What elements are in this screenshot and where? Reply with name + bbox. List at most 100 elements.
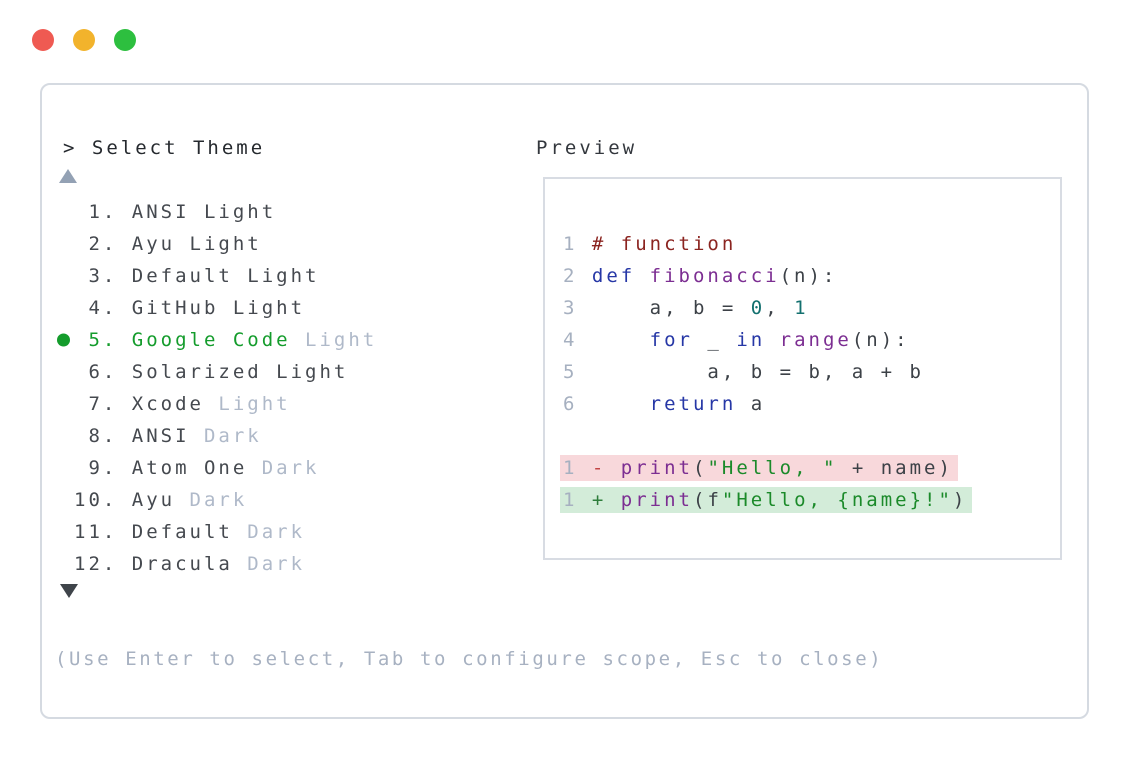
- theme-item-variant: Light: [232, 265, 320, 287]
- code-token-df: (n):: [779, 265, 838, 287]
- theme-item-name: Dracula: [131, 553, 233, 575]
- scroll-up-icon[interactable]: [59, 169, 77, 183]
- line-number: 4: [563, 329, 592, 351]
- theme-item-name: Default: [131, 521, 233, 543]
- theme-list-item[interactable]: 4. GitHub Light: [74, 292, 377, 324]
- code-token-kw: for: [649, 329, 693, 351]
- theme-list-item[interactable]: 8. ANSI Dark: [74, 420, 377, 452]
- theme-list-item[interactable]: 7. Xcode Light: [74, 388, 377, 420]
- code-token-df: _: [692, 329, 737, 351]
- line-number: 3: [563, 297, 592, 319]
- code-token-fn: print: [620, 489, 693, 511]
- code-token-kw: in: [736, 329, 766, 351]
- code-token-df: a, b = b, a + b: [591, 361, 924, 383]
- line-number: 1: [563, 457, 592, 479]
- theme-item-number: 7.: [74, 393, 132, 415]
- code-line: 5 a, b = b, a + b: [563, 356, 972, 388]
- theme-item-number: 8.: [74, 425, 132, 447]
- code-line: 1 # function: [563, 228, 972, 260]
- theme-item-variant: Light: [261, 361, 349, 383]
- scroll-down-icon[interactable]: [60, 584, 78, 598]
- code-token-df: (: [693, 457, 708, 479]
- theme-list-item[interactable]: 9. Atom One Dark: [74, 452, 377, 484]
- code-token-minus: -: [591, 457, 607, 479]
- theme-item-name: Atom One: [131, 457, 248, 479]
- theme-list-item[interactable]: 11. Default Dark: [74, 516, 377, 548]
- code-token-df: [592, 393, 650, 415]
- code-token-df: ): [952, 489, 968, 511]
- theme-item-name: ANSI: [131, 201, 190, 223]
- theme-list-item[interactable]: 12. Dracula Dark: [74, 548, 377, 580]
- theme-item-name: Ayu: [131, 233, 176, 255]
- theme-list-item[interactable]: 1. ANSI Light: [74, 196, 377, 228]
- theme-item-name: Ayu: [131, 489, 176, 511]
- code-line: 2 def fibonacci(n):: [563, 260, 972, 292]
- code-token-df: + name): [837, 457, 953, 479]
- diff-line-del: 1 - print("Hello, " + name): [560, 452, 972, 484]
- minimize-button[interactable]: [73, 29, 95, 51]
- theme-item-name: GitHub: [131, 297, 219, 319]
- code-token-df: ,: [765, 297, 795, 319]
- theme-item-name: Xcode: [131, 393, 204, 415]
- code-token-str: "Hello, {name}!": [721, 489, 953, 511]
- line-number: 2: [563, 265, 592, 287]
- theme-item-variant: Light: [203, 393, 291, 415]
- theme-item-variant: Dark: [247, 457, 320, 479]
- theme-item-number: 11.: [74, 521, 132, 543]
- code-token-df: (f: [693, 489, 722, 511]
- theme-item-name: Google Code: [131, 329, 291, 351]
- theme-item-variant: Light: [290, 329, 378, 351]
- theme-list-item[interactable]: 6. Solarized Light: [74, 356, 377, 388]
- selected-indicator-dot: [57, 333, 70, 347]
- theme-item-number: 6.: [74, 361, 132, 383]
- window-controls: [32, 29, 136, 51]
- line-number: 1: [563, 489, 592, 511]
- line-number: [563, 425, 577, 447]
- code-token-fn: fibonacci: [649, 265, 780, 287]
- code-token-comment: # function: [591, 233, 737, 255]
- theme-item-variant: Light: [218, 297, 306, 319]
- code-token-df: [606, 457, 620, 479]
- theme-item-number: 10.: [74, 489, 132, 511]
- code-token-fn: range: [779, 329, 852, 351]
- theme-item-variant: Dark: [232, 521, 306, 543]
- preview-title: Preview: [536, 137, 638, 159]
- select-theme-prompt: > Select Theme: [63, 137, 266, 159]
- theme-item-number: 12.: [74, 553, 132, 575]
- theme-item-variant: Light: [175, 233, 262, 255]
- theme-item-variant: Dark: [232, 553, 306, 575]
- line-number: 1: [563, 233, 592, 255]
- theme-item-name: Solarized: [131, 361, 262, 383]
- code-token-df: [765, 329, 779, 351]
- theme-item-name: ANSI: [131, 425, 190, 447]
- code-line: 3 a, b = 0, 1: [563, 292, 972, 324]
- code-token-num: 1: [794, 297, 809, 319]
- code-line: 4 for _ in range(n):: [563, 324, 972, 356]
- theme-list: 1. ANSI Light 2. Ayu Light 3. Default Li…: [57, 196, 378, 580]
- theme-item-number: 2.: [74, 233, 132, 255]
- code-token-kw: def: [591, 265, 650, 287]
- code-line: [563, 420, 972, 452]
- line-number: 6: [563, 393, 592, 415]
- theme-list-item[interactable]: 3. Default Light: [74, 260, 377, 292]
- code-token-df: a, b =: [591, 297, 751, 319]
- theme-item-number: 1.: [74, 201, 132, 223]
- code-token-df: (n):: [851, 329, 910, 351]
- theme-item-name: Default: [131, 265, 233, 287]
- code-token-plus: +: [591, 489, 607, 511]
- code-token-fn: print: [620, 457, 693, 479]
- theme-list-item[interactable]: 10. Ayu Dark: [74, 484, 377, 516]
- theme-item-variant: Light: [189, 201, 277, 223]
- theme-item-number: 9.: [74, 457, 132, 479]
- maximize-button[interactable]: [114, 29, 136, 51]
- theme-list-item[interactable]: 5. Google Code Light: [57, 324, 378, 356]
- code-line: 6 return a: [563, 388, 972, 420]
- diff-line-add: 1 + print(f"Hello, {name}!"): [560, 484, 973, 516]
- theme-item-number: 4.: [74, 297, 132, 319]
- theme-list-item[interactable]: 2. Ayu Light: [74, 228, 377, 260]
- code-token-kw: return: [649, 393, 737, 415]
- close-button[interactable]: [32, 29, 54, 51]
- code-token-df: [592, 329, 650, 351]
- theme-item-variant: Dark: [189, 425, 262, 447]
